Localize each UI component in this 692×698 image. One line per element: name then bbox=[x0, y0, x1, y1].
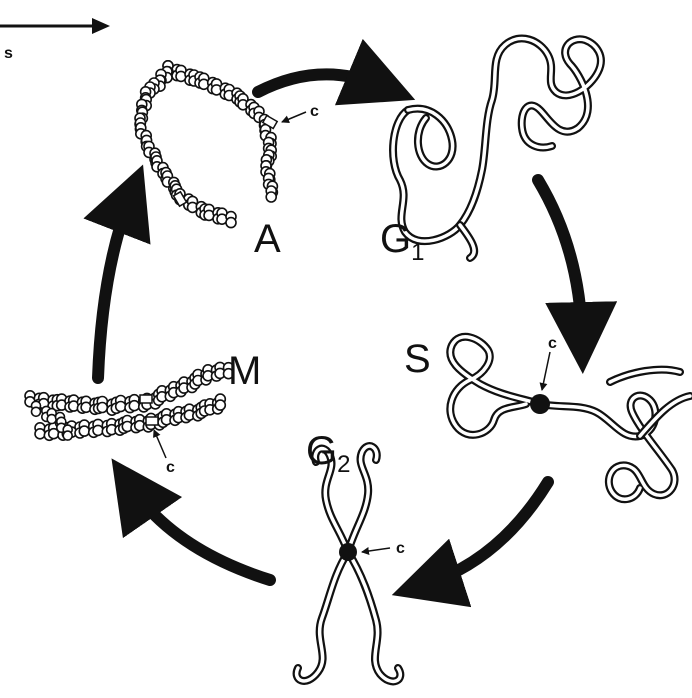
stage-label-g2: G2 bbox=[306, 429, 350, 478]
top-left-arrow bbox=[0, 18, 110, 34]
chromatin-coil bbox=[32, 407, 41, 416]
s-phase-centromere bbox=[530, 394, 550, 414]
chromatin-coil bbox=[97, 403, 107, 413]
g2-centromere-pointer bbox=[362, 548, 390, 552]
s-phase-centromere-pointer bbox=[542, 352, 550, 390]
g1-chromosome bbox=[393, 38, 601, 258]
g1-letter: G bbox=[380, 217, 411, 261]
chromatin-coil bbox=[116, 402, 126, 412]
anaphase-chromosome bbox=[135, 61, 277, 228]
cycle-arrows bbox=[98, 74, 582, 584]
arrow-g1-to-s bbox=[538, 180, 582, 338]
stage-label-a: A bbox=[254, 217, 281, 261]
chromatin-coil bbox=[63, 431, 72, 440]
chromatin-coil bbox=[266, 192, 276, 202]
mitosis-centromere-label: c bbox=[166, 459, 175, 476]
chromatin-coil bbox=[79, 426, 89, 436]
arrow-m-to-a bbox=[98, 198, 130, 378]
anaphase-centromere-label: c bbox=[310, 103, 319, 120]
g2-subscript: 2 bbox=[337, 451, 350, 478]
mitosis-centromere-upper bbox=[140, 395, 152, 403]
s-phase-centromere-label: c bbox=[548, 335, 557, 352]
chromatin-coil bbox=[35, 429, 45, 439]
mitosis-centromere-lower bbox=[146, 417, 158, 425]
stage-label-g1: G1 bbox=[380, 217, 424, 266]
chromatin-coil bbox=[215, 400, 225, 410]
g2-chromosome bbox=[297, 446, 401, 681]
stage-label-s: S bbox=[404, 337, 431, 381]
arrow-s-to-g2 bbox=[426, 482, 548, 584]
g1-subscript: 1 bbox=[411, 239, 424, 266]
anaphase-centromere-pointer bbox=[282, 112, 306, 122]
g2-centromere bbox=[339, 543, 357, 561]
s-phase-chromosome bbox=[450, 337, 690, 499]
chromatin-coil bbox=[93, 425, 103, 435]
stage-label-m: M bbox=[228, 349, 261, 393]
arrow-g2-to-m bbox=[132, 488, 270, 580]
top-left-s-label: s bbox=[4, 45, 13, 62]
chromatin-coil bbox=[226, 218, 236, 228]
g2-letter: G bbox=[306, 429, 337, 473]
arrow-a-to-g1 bbox=[258, 74, 382, 92]
g2-centromere-label: c bbox=[396, 540, 405, 557]
mitosis-chromosome bbox=[25, 362, 234, 440]
mitosis-centromere-pointer bbox=[154, 430, 166, 458]
chromatin-coil bbox=[129, 401, 139, 411]
